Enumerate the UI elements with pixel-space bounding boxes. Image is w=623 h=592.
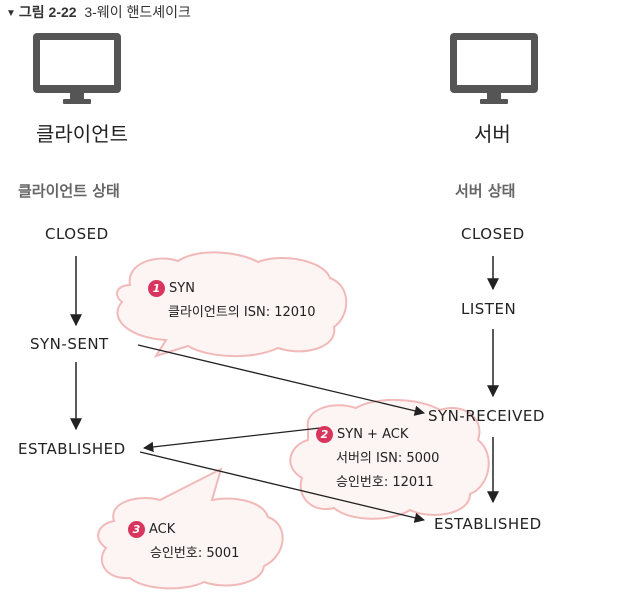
arrow-ack [139,451,426,523]
client-state-syn-sent: SYN-SENT [30,335,109,353]
message-syn-ack-title: 2 SYN + ACK [316,423,408,447]
server-label: 서버 [474,122,511,146]
client-state-closed: CLOSED [45,225,109,243]
arrow-syn [137,344,426,416]
message-syn-isn: 클라이언트의 ISN: 12010 [168,305,316,320]
bubble-syn [115,251,348,358]
figure-caption: ▼그림 2-22 3-웨이 핸드셰이크 [6,2,191,22]
client-monitor-icon [33,33,121,104]
message-ack-label: ACK [149,522,176,537]
bubble-ack [97,467,284,590]
message-syn-label: SYN [169,281,195,296]
client-label: 클라이언트 [36,122,128,146]
figure-title: 3-웨이 핸드셰이크 [84,4,191,20]
step-badge-1: 1 [148,280,165,297]
message-syn-title: 1 SYN [148,277,195,301]
arrow-syn-ack [142,427,321,453]
server-state-syn-received: SYN-RECEIVED [428,407,545,425]
server-monitor-icon [450,33,538,104]
server-state-closed: CLOSED [461,225,525,243]
figure-number: 그림 2-22 [18,4,77,20]
client-state-header: 클라이언트 상태 [18,182,120,200]
message-syn-ack-label: SYN + ACK [337,427,409,442]
server-state-listen: LISTEN [461,300,517,318]
step-badge-2: 2 [316,426,333,443]
step-badge-3: 3 [128,521,145,538]
message-syn-ack-isn: 서버의 ISN: 5000 [336,451,440,466]
message-syn-ack-ack-number: 승인번호: 12011 [336,475,434,490]
message-ack-ack-number: 승인번호: 5001 [150,546,240,561]
caption-marker: ▼ [6,8,16,19]
message-ack-title: 3 ACK [128,518,175,542]
server-state-header: 서버 상태 [455,182,516,200]
client-state-established: ESTABLISHED [18,440,126,458]
server-state-established: ESTABLISHED [434,515,542,533]
